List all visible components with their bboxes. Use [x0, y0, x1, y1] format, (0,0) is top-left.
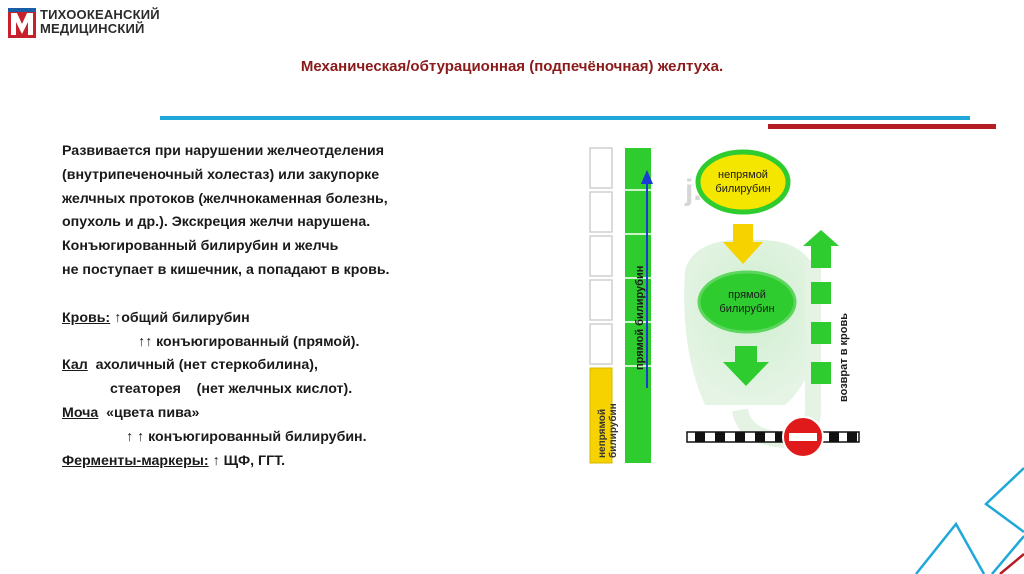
direct-label-1: прямой	[728, 289, 766, 301]
paragraph-line-5: Конъюгированный билирубин и желчь	[62, 238, 339, 255]
return-label: возврат в кровь	[838, 313, 850, 402]
barrier	[686, 431, 860, 443]
return-box-2	[811, 322, 831, 344]
green-down-arrow-icon	[723, 346, 769, 386]
return-up-arrow-icon	[803, 230, 839, 268]
direct-bilirubin-ellipse	[697, 270, 797, 334]
urine-label: Моча	[62, 404, 99, 421]
direct-col-label: прямой билирубин	[634, 266, 646, 370]
up-arrow-icon	[641, 170, 653, 184]
indirect-col-label-1: непрямой	[597, 409, 608, 458]
stool-item-1: ахоличный (нет стеркобилина),	[87, 357, 318, 374]
logo-line-2: МЕДИЦИНСКИЙ	[40, 21, 145, 36]
urine-item-2: ↑ ↑ конъюгированный билирубин.	[126, 428, 367, 445]
logo-mark-icon	[8, 8, 36, 38]
indirect-top-label-2: билирубин	[715, 183, 770, 195]
paragraph-line-4: опухоль и др.). Экскреция желчи нарушена…	[62, 214, 371, 231]
red-divider	[768, 124, 996, 129]
paragraph-line-2: (внутрипеченочный холестаз) или закупорк…	[62, 166, 380, 183]
logo-line-1: ТИХООКЕАНСКИЙ	[40, 7, 160, 22]
paragraph-line-3: желчных протоков (желчнокаменная болезнь…	[62, 190, 388, 207]
page-title: Механическая/обтурационная (подпечёночна…	[300, 58, 724, 75]
direct-label-2: билирубин	[719, 303, 774, 315]
indirect-top-label-1: непрямой	[718, 169, 768, 181]
stool-row: Кал ахоличный (нет стеркобилина),	[62, 354, 542, 378]
return-box-1	[811, 282, 831, 304]
urine-item-1: «цвета пива»	[98, 404, 200, 421]
enzymes-row: Ферменты-маркеры: ↑ ЩФ, ГГТ.	[62, 450, 542, 474]
paragraph-line-1: Развивается при нарушении желчеотделения	[62, 143, 385, 159]
column-boxes	[589, 147, 613, 464]
urine-row: Моча «цвета пива»	[62, 402, 542, 426]
stool-label: Кал	[62, 357, 88, 374]
corner-decoration	[915, 467, 1024, 574]
paragraph-line-6: не поступает в кишечник, а попадают в кр…	[62, 261, 390, 278]
university-logo: ТИХООКЕАНСКИЙ МЕДИЦИНСКИЙ	[8, 6, 178, 40]
main-text: Развивается при нарушении желчеотделения…	[62, 140, 542, 473]
indirect-bilirubin-ellipse	[695, 149, 791, 215]
stool-item-2: стеаторея (нет желчных кислот).	[110, 381, 353, 398]
blood-row: Кровь: ↑общий билирубин	[62, 307, 542, 331]
blood-label: Кровь:	[62, 309, 111, 326]
blood-item-1: ↑общий билирубин	[114, 309, 250, 326]
blue-divider	[160, 116, 970, 120]
indirect-col-label-2: билирубин	[607, 403, 619, 458]
stop-sign-bar	[789, 433, 817, 441]
yellow-down-arrow-icon	[723, 224, 763, 264]
enzymes-item: ↑ ЩФ, ГГТ.	[208, 452, 286, 469]
bilirubin-diagram: j...info непрямой билирубин прямой билир…	[589, 147, 860, 464]
return-box-3	[811, 362, 831, 384]
blood-item-2: ↑↑ конъюгированный (прямой).	[138, 333, 360, 350]
enzymes-label: Ферменты-маркеры:	[62, 452, 209, 469]
